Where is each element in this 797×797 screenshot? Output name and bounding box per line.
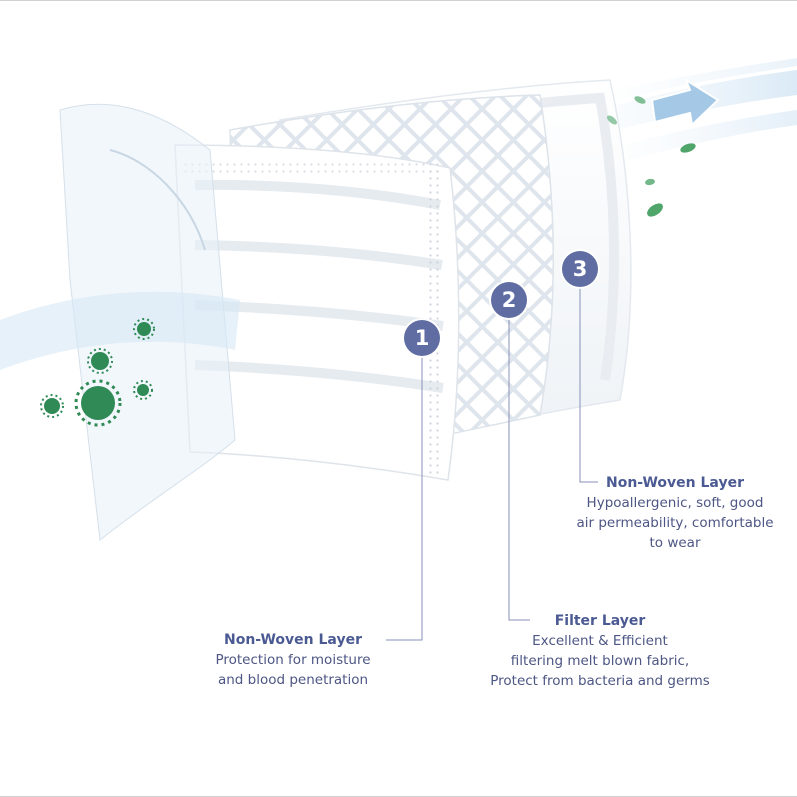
leaf-icon <box>607 96 696 217</box>
layer-3-desc-line-1: Hypoallergenic, soft, good <box>586 495 764 511</box>
layer-3-desc-line-3: to wear <box>649 535 701 551</box>
leader-lines <box>386 286 598 641</box>
layer-3-number: 3 <box>572 257 588 281</box>
layer-3-desc-line-2: air permeability, comfortable <box>576 515 774 531</box>
layer-1-caption: Non-Woven Layer Protection for moisture … <box>188 630 398 690</box>
layer-2-desc-line-1: Excellent & Efficient <box>532 633 668 649</box>
layer-3-title: Non-Woven Layer <box>606 475 744 491</box>
outer-transparent-sheet <box>0 103 240 541</box>
airflow-arrow-icon <box>650 77 720 128</box>
layer-2-caption: Filter Layer Excellent & Efficient filte… <box>460 611 740 691</box>
layer-2-number: 2 <box>501 288 517 312</box>
layer-3-badge: 3 <box>562 251 598 287</box>
layer-1-badge: 1 <box>404 320 440 356</box>
layer-1-title: Non-Woven Layer <box>224 632 362 648</box>
layer-2-desc-line-2: filtering melt blown fabric, <box>510 653 690 669</box>
layer-1-desc-line-1: Protection for moisture <box>215 652 371 668</box>
top-border <box>0 0 797 1</box>
layer-2-desc-line-3: Protect from bacteria and germs <box>490 673 710 689</box>
layer-2-badge: 2 <box>491 282 527 318</box>
layer-1-desc-line-2: and blood penetration <box>217 672 369 688</box>
mask-layer-1 <box>174 144 460 481</box>
layer-3-caption: Non-Woven Layer Hypoallergenic, soft, go… <box>560 473 790 553</box>
virus-icon <box>40 318 155 427</box>
layer-1-number: 1 <box>414 326 430 350</box>
layer-2-title: Filter Layer <box>554 613 646 629</box>
